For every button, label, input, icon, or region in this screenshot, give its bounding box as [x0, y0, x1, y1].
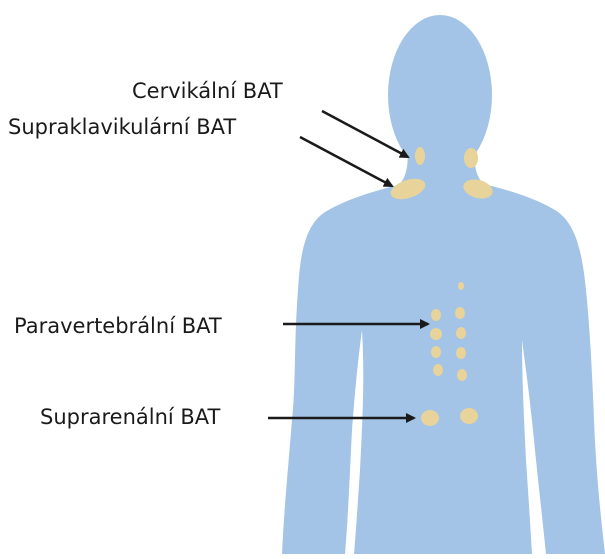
cervical-deposit-right — [464, 148, 478, 168]
cervical-deposit-left — [415, 147, 425, 165]
suprarenal-deposit-right — [460, 408, 478, 424]
cervical-bat-label: Cervikální BAT — [132, 79, 283, 103]
paravertebral-deposit — [430, 328, 442, 340]
supraclavicular-arrow — [300, 137, 392, 186]
paravertebral-deposit — [431, 309, 441, 321]
paravertebral-bat-label: Paravertebrální BAT — [14, 314, 222, 338]
paravertebral-deposit — [455, 307, 465, 319]
paravertebral-deposit — [431, 346, 441, 358]
paravertebral-deposit — [458, 282, 464, 290]
torso — [282, 150, 605, 554]
paravertebral-deposit — [456, 347, 466, 359]
suprarenal-deposit-left — [421, 410, 439, 426]
suprarenal-bat-label: Suprarenální BAT — [40, 405, 220, 429]
paravertebral-deposit — [457, 369, 467, 381]
supraclavicular-bat-label: Supraklavikulární BAT — [8, 115, 236, 139]
paravertebral-deposit — [456, 327, 466, 339]
paravertebral-deposit — [433, 364, 443, 376]
body-silhouette — [282, 15, 605, 554]
